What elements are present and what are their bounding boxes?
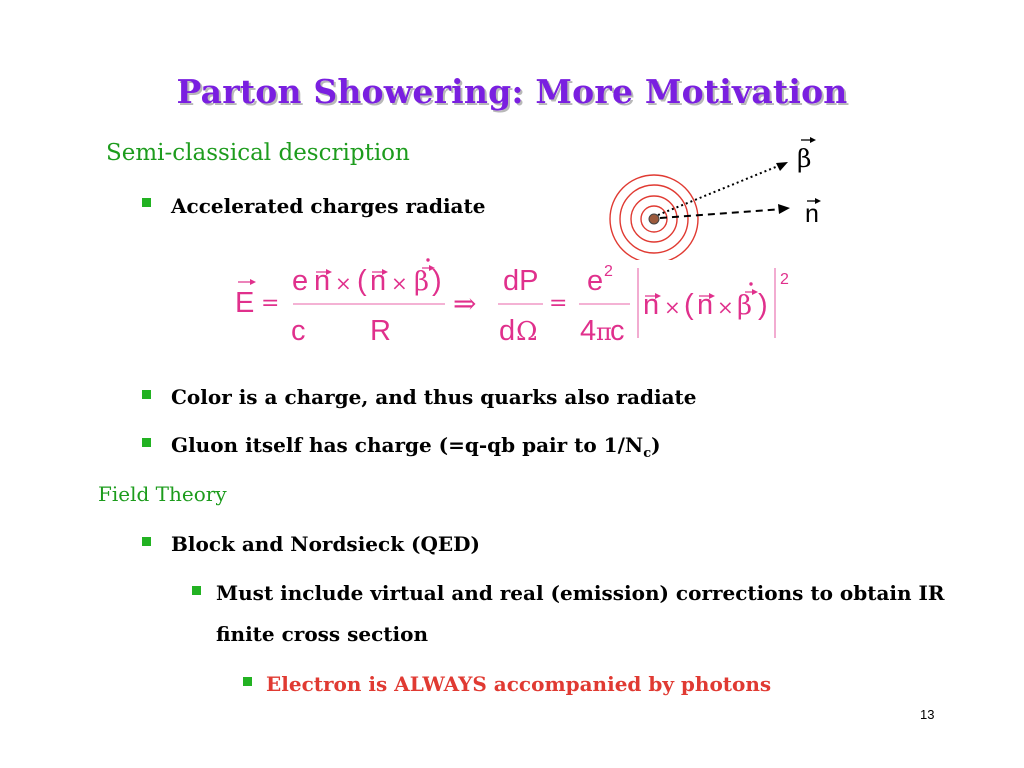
bullet-icon	[142, 537, 151, 546]
bullet-accelerated-charges: Accelerated charges radiate	[171, 194, 486, 218]
bullet-electron-photons: Electron is ALWAYS accompanied by photon…	[266, 672, 772, 696]
wavefront-circle	[640, 205, 668, 233]
n-label: n	[805, 200, 819, 228]
n-arrowhead	[778, 204, 790, 214]
eq-R: R	[370, 315, 391, 347]
bullet-color-charge: Color is a charge, and thus quarks also …	[171, 385, 697, 409]
eq-four: 4	[580, 315, 596, 347]
eq-times: ×	[391, 271, 408, 295]
eq-E: E	[235, 287, 254, 319]
beta-direction-line	[657, 163, 784, 216]
eq-beta: β	[737, 291, 752, 321]
charge-dot	[648, 213, 660, 225]
eq-n: n	[314, 265, 330, 297]
section-heading-semi-classical: Semi-classical description	[106, 140, 410, 166]
bullet-block-nordsieck: Block and Nordsieck (QED)	[171, 532, 480, 556]
bullet-must-include-line1: Must include virtual and real (emission)…	[216, 581, 945, 605]
eq-rparen: )	[758, 289, 768, 321]
bullet-icon	[243, 677, 252, 686]
bullet-icon	[192, 586, 201, 595]
eq-times: ×	[717, 295, 734, 319]
radiation-diagram: β n	[609, 137, 821, 260]
eq-square-superscript: 2	[604, 263, 613, 280]
bullet-icon	[142, 390, 151, 399]
eq-equals: =	[549, 291, 567, 316]
bullet-icon	[142, 438, 151, 447]
eq-times: ×	[335, 271, 352, 295]
wavefront-circle	[630, 195, 678, 243]
eq-implies: ⇒	[453, 287, 476, 320]
beta-label: β	[797, 144, 811, 173]
page-number: 13	[920, 707, 935, 722]
radiation-formula: E = e n × ( n × β ) c R ⇒ dP d Ω = e 2 4…	[235, 258, 789, 347]
n-vector-head	[815, 198, 821, 204]
gluon-text: Gluon itself has charge (=q-qb pair to 1…	[171, 433, 644, 457]
eq-times: ×	[664, 295, 681, 319]
slide-title: Parton Showering: More Motivation	[176, 72, 848, 111]
eq-equals: =	[261, 291, 279, 316]
eq-c: c	[610, 315, 625, 347]
eq-pi: π	[596, 318, 612, 346]
section-heading-field-theory: Field Theory	[98, 482, 227, 506]
bullet-icon	[142, 198, 151, 207]
bullet-gluon-charge: Gluon itself has charge (=q-qb pair to 1…	[171, 433, 661, 461]
eq-n: n	[370, 265, 386, 297]
eq-lparen: (	[684, 289, 694, 321]
eq-square-superscript: 2	[780, 271, 789, 288]
eq-n: n	[697, 289, 713, 321]
wavefront-circle	[619, 184, 689, 254]
bullet-must-include-line2: finite cross section	[216, 622, 429, 646]
wavefront-circle	[609, 174, 699, 260]
eq-Omega: Ω	[516, 317, 538, 347]
eq-e: e	[292, 265, 308, 297]
eq-dP: dP	[503, 265, 538, 297]
eq-beta: β	[414, 267, 429, 297]
n-direction-line	[659, 208, 784, 219]
beta-vector-head	[810, 137, 816, 143]
eq-c: c	[291, 315, 306, 347]
beta-arrowhead	[776, 162, 788, 171]
eq-d: d	[499, 315, 515, 347]
eq-lparen: (	[357, 265, 367, 297]
eq-rparen: )	[432, 265, 442, 297]
gluon-subscript: c	[643, 446, 652, 461]
eq-n: n	[643, 289, 659, 321]
eq-e: e	[587, 265, 603, 297]
gluon-close-paren: )	[651, 433, 661, 457]
